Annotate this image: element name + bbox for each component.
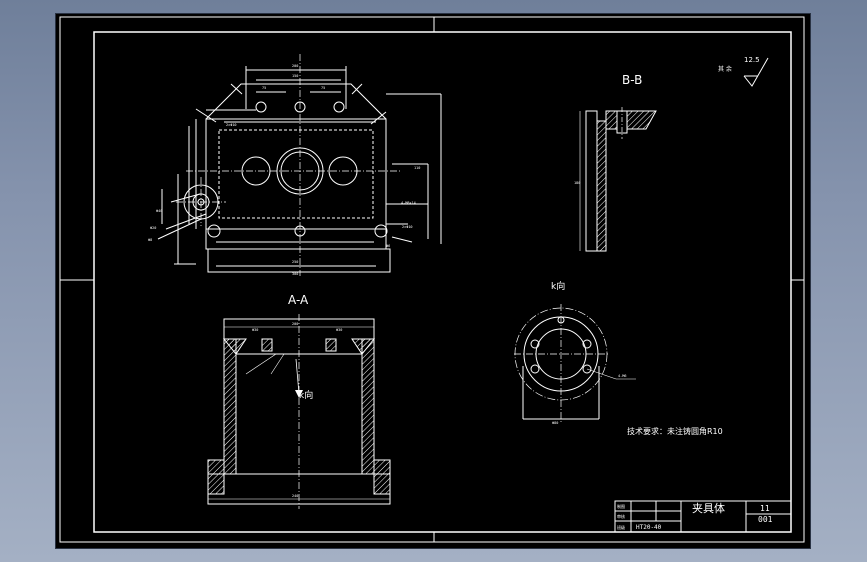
title-block-part-name: 夹具体 bbox=[692, 501, 725, 515]
section-aa-label: A-A bbox=[288, 293, 309, 307]
svg-text:75: 75 bbox=[321, 86, 325, 90]
svg-text:110: 110 bbox=[414, 166, 420, 170]
k-view-title: k向 bbox=[551, 280, 565, 292]
svg-text:4-M8×14: 4-M8×14 bbox=[401, 201, 416, 205]
section-aa-view: A-A k向 200 240 bbox=[207, 293, 391, 509]
title-block-row-2: 班级 bbox=[617, 524, 625, 530]
sheet-frame bbox=[59, 16, 805, 543]
svg-text:Φ6: Φ6 bbox=[386, 244, 390, 248]
k-view-arrow-label: k向 bbox=[299, 389, 313, 401]
drawing-canvas[interactable]: 200 150 75 75 2×Φ10 4-M8×14 Φ6 250 300 Φ… bbox=[56, 14, 810, 548]
k-view: k向 4-M6 Φ80 bbox=[514, 280, 636, 425]
title-block-row-0: 制图 bbox=[617, 503, 625, 509]
section-bb-view: B-B 180 bbox=[574, 73, 657, 252]
svg-text:Φ80: Φ80 bbox=[552, 421, 558, 425]
svg-text:Φ40: Φ40 bbox=[156, 209, 162, 213]
title-block-material: HT20-40 bbox=[636, 524, 662, 531]
section-bb-label: B-B bbox=[622, 73, 642, 87]
svg-text:180: 180 bbox=[574, 181, 580, 185]
main-plan-centerlines bbox=[176, 54, 401, 276]
title-block-scale: 11 bbox=[760, 504, 770, 513]
roughness-value: 12.5 bbox=[744, 56, 760, 64]
svg-text:2×Φ10: 2×Φ10 bbox=[402, 225, 413, 229]
svg-text:300: 300 bbox=[292, 272, 298, 276]
technical-requirements-note: 技术要求：未注铸圆角R10 bbox=[627, 426, 723, 436]
roughness-prefix: 其 余 bbox=[718, 65, 732, 73]
svg-text:Φ30: Φ30 bbox=[252, 328, 258, 332]
main-plan-dimension-text: 200 150 75 75 2×Φ10 4-M8×14 Φ6 250 300 Φ… bbox=[148, 64, 420, 276]
svg-text:2×Φ10: 2×Φ10 bbox=[226, 123, 237, 127]
main-plan-view bbox=[157, 66, 442, 273]
roughness-note: 其 余 12.5 bbox=[718, 56, 769, 87]
svg-text:200: 200 bbox=[292, 64, 298, 68]
svg-text:Φ8: Φ8 bbox=[148, 238, 152, 242]
svg-text:240: 240 bbox=[292, 494, 298, 498]
svg-text:250: 250 bbox=[292, 260, 298, 264]
svg-text:4-M6: 4-M6 bbox=[618, 374, 626, 378]
svg-text:150: 150 bbox=[292, 74, 298, 78]
svg-text:Φ20: Φ20 bbox=[150, 226, 156, 230]
cad-drawing-viewport[interactable]: 200 150 75 75 2×Φ10 4-M8×14 Φ6 250 300 Φ… bbox=[56, 14, 810, 548]
svg-text:200: 200 bbox=[292, 322, 298, 326]
title-block-row-1: 审核 bbox=[617, 513, 625, 519]
title-block: 制图 审核 班级 HT20-40 夹具体 11 001 bbox=[614, 500, 792, 533]
title-block-sheet: 001 bbox=[758, 515, 773, 524]
svg-text:Φ30: Φ30 bbox=[336, 328, 342, 332]
svg-text:75: 75 bbox=[262, 86, 266, 90]
